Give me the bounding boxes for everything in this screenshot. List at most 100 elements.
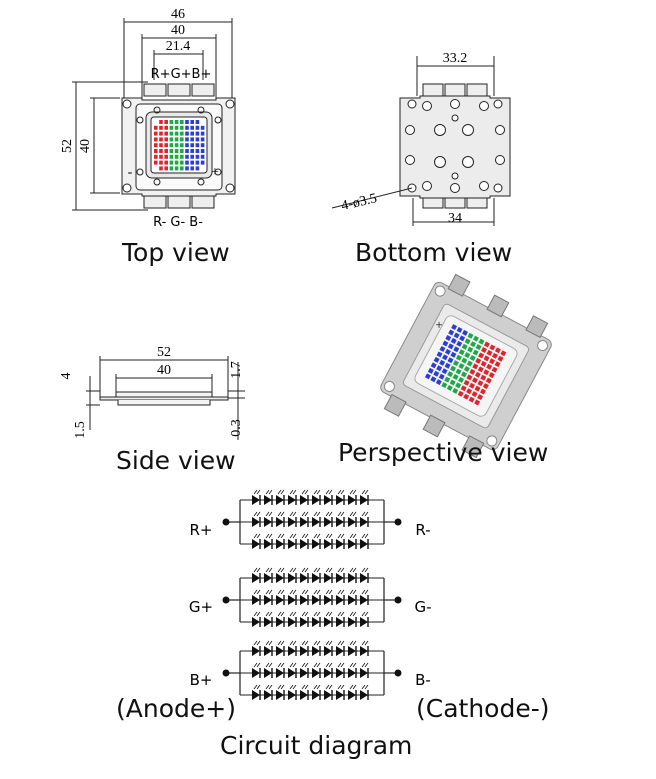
anode-terminal <box>222 669 230 677</box>
dim-overall-width: 46 <box>171 7 185 22</box>
led-emission-arrows <box>301 567 309 573</box>
led-chip <box>154 154 158 159</box>
led-diode-symbol <box>264 617 272 627</box>
led-diode-symbol <box>276 517 284 527</box>
led-chip <box>471 377 478 384</box>
led-emission-arrows <box>301 611 309 617</box>
led-chip <box>174 166 179 171</box>
led-chip <box>468 396 475 403</box>
led-chip <box>190 137 194 142</box>
led-diode-symbol <box>252 595 260 605</box>
led-diode-symbol <box>276 668 284 678</box>
led-chip <box>195 149 200 153</box>
led-emission-arrows <box>253 640 261 646</box>
led-chip <box>195 154 200 159</box>
led-chip <box>462 329 469 336</box>
led-chip <box>442 354 448 361</box>
circuit-g-minus-label: G- <box>414 598 431 616</box>
led-emission-arrows <box>349 511 357 517</box>
led-diode-symbol <box>324 595 332 605</box>
led-chip <box>474 371 481 378</box>
anode-terminal <box>222 518 230 526</box>
led-emission-arrows <box>265 611 273 617</box>
led-emission-arrows <box>337 567 345 573</box>
led-emission-arrows <box>361 684 369 690</box>
led-emission-arrows <box>325 611 333 617</box>
led-emission-arrows <box>313 640 321 646</box>
led-chip <box>436 351 443 358</box>
led-chip <box>451 324 458 331</box>
led-emission-arrows <box>301 684 309 690</box>
dim-side-body-length: 40 <box>157 363 171 378</box>
led-diode-symbol <box>348 517 356 527</box>
led-diode-symbol <box>348 595 356 605</box>
led-emission-arrows <box>325 684 333 690</box>
led-emission-arrows <box>313 533 321 539</box>
led-emission-arrows <box>253 511 261 517</box>
led-emission-arrows <box>277 684 285 690</box>
minus-mark: - <box>128 165 133 180</box>
led-diode-symbol <box>288 495 296 505</box>
led-chip <box>489 358 496 365</box>
led-emission-arrows <box>313 662 321 668</box>
top-view-caption: Top view <box>122 238 230 267</box>
led-diode-symbol <box>288 668 296 678</box>
led-emission-arrows <box>349 489 357 495</box>
led-diode-symbol <box>312 539 320 549</box>
led-chip <box>458 349 465 356</box>
led-chip <box>445 335 452 341</box>
led-diode-symbol <box>336 539 344 549</box>
led-chip <box>480 374 487 381</box>
led-chip <box>459 335 466 342</box>
led-chip <box>494 347 501 354</box>
led-diode-symbol <box>348 690 356 700</box>
dim-body-width: 40 <box>171 23 185 38</box>
led-diode-symbol <box>264 595 272 605</box>
bottom-view-caption: Bottom view <box>355 238 513 267</box>
side-view-caption: Side view <box>116 446 236 475</box>
led-diode-symbol <box>360 495 368 505</box>
led-diode-symbol <box>324 495 332 505</box>
led-chip <box>455 354 462 361</box>
led-chip <box>475 357 482 364</box>
led-diode-symbol <box>324 646 332 656</box>
led-chip <box>169 149 174 153</box>
led-diode-symbol <box>348 573 356 583</box>
led-chip <box>169 120 174 124</box>
led-diode-symbol <box>264 517 272 527</box>
bottom-view-drawing <box>331 56 511 226</box>
led-emission-arrows <box>337 511 345 517</box>
led-emission-arrows <box>289 684 297 690</box>
led-chip <box>439 345 446 352</box>
led-chip <box>164 160 168 165</box>
led-emission-arrows <box>337 589 345 595</box>
led-chip <box>482 383 489 390</box>
led-chip <box>427 367 434 374</box>
led-diode-symbol <box>348 539 356 549</box>
led-chip <box>442 340 449 347</box>
led-emission-arrows <box>277 511 285 517</box>
led-chip <box>154 160 158 165</box>
led-diode-symbol <box>300 573 308 583</box>
led-chip <box>185 160 189 165</box>
led-diode-symbol <box>252 539 260 549</box>
led-chip <box>154 131 158 136</box>
led-chip <box>180 143 184 148</box>
led-diode-symbol <box>360 517 368 527</box>
led-chip <box>180 166 184 171</box>
led-chip <box>466 374 473 381</box>
circuit-r-minus-label: R- <box>415 521 430 539</box>
led-chip <box>174 154 179 159</box>
plus-mark: + <box>211 165 219 180</box>
led-chip <box>190 149 194 153</box>
led-diode-symbol <box>360 617 368 627</box>
led-diode-symbol <box>288 517 296 527</box>
dim-bottom-width: 34 <box>448 211 462 226</box>
led-chip <box>180 137 184 142</box>
led-chip <box>185 149 189 153</box>
led-chip <box>469 355 476 362</box>
led-chip <box>450 365 457 372</box>
led-chip <box>185 131 189 136</box>
led-chip <box>469 368 476 375</box>
led-chip <box>489 344 496 351</box>
